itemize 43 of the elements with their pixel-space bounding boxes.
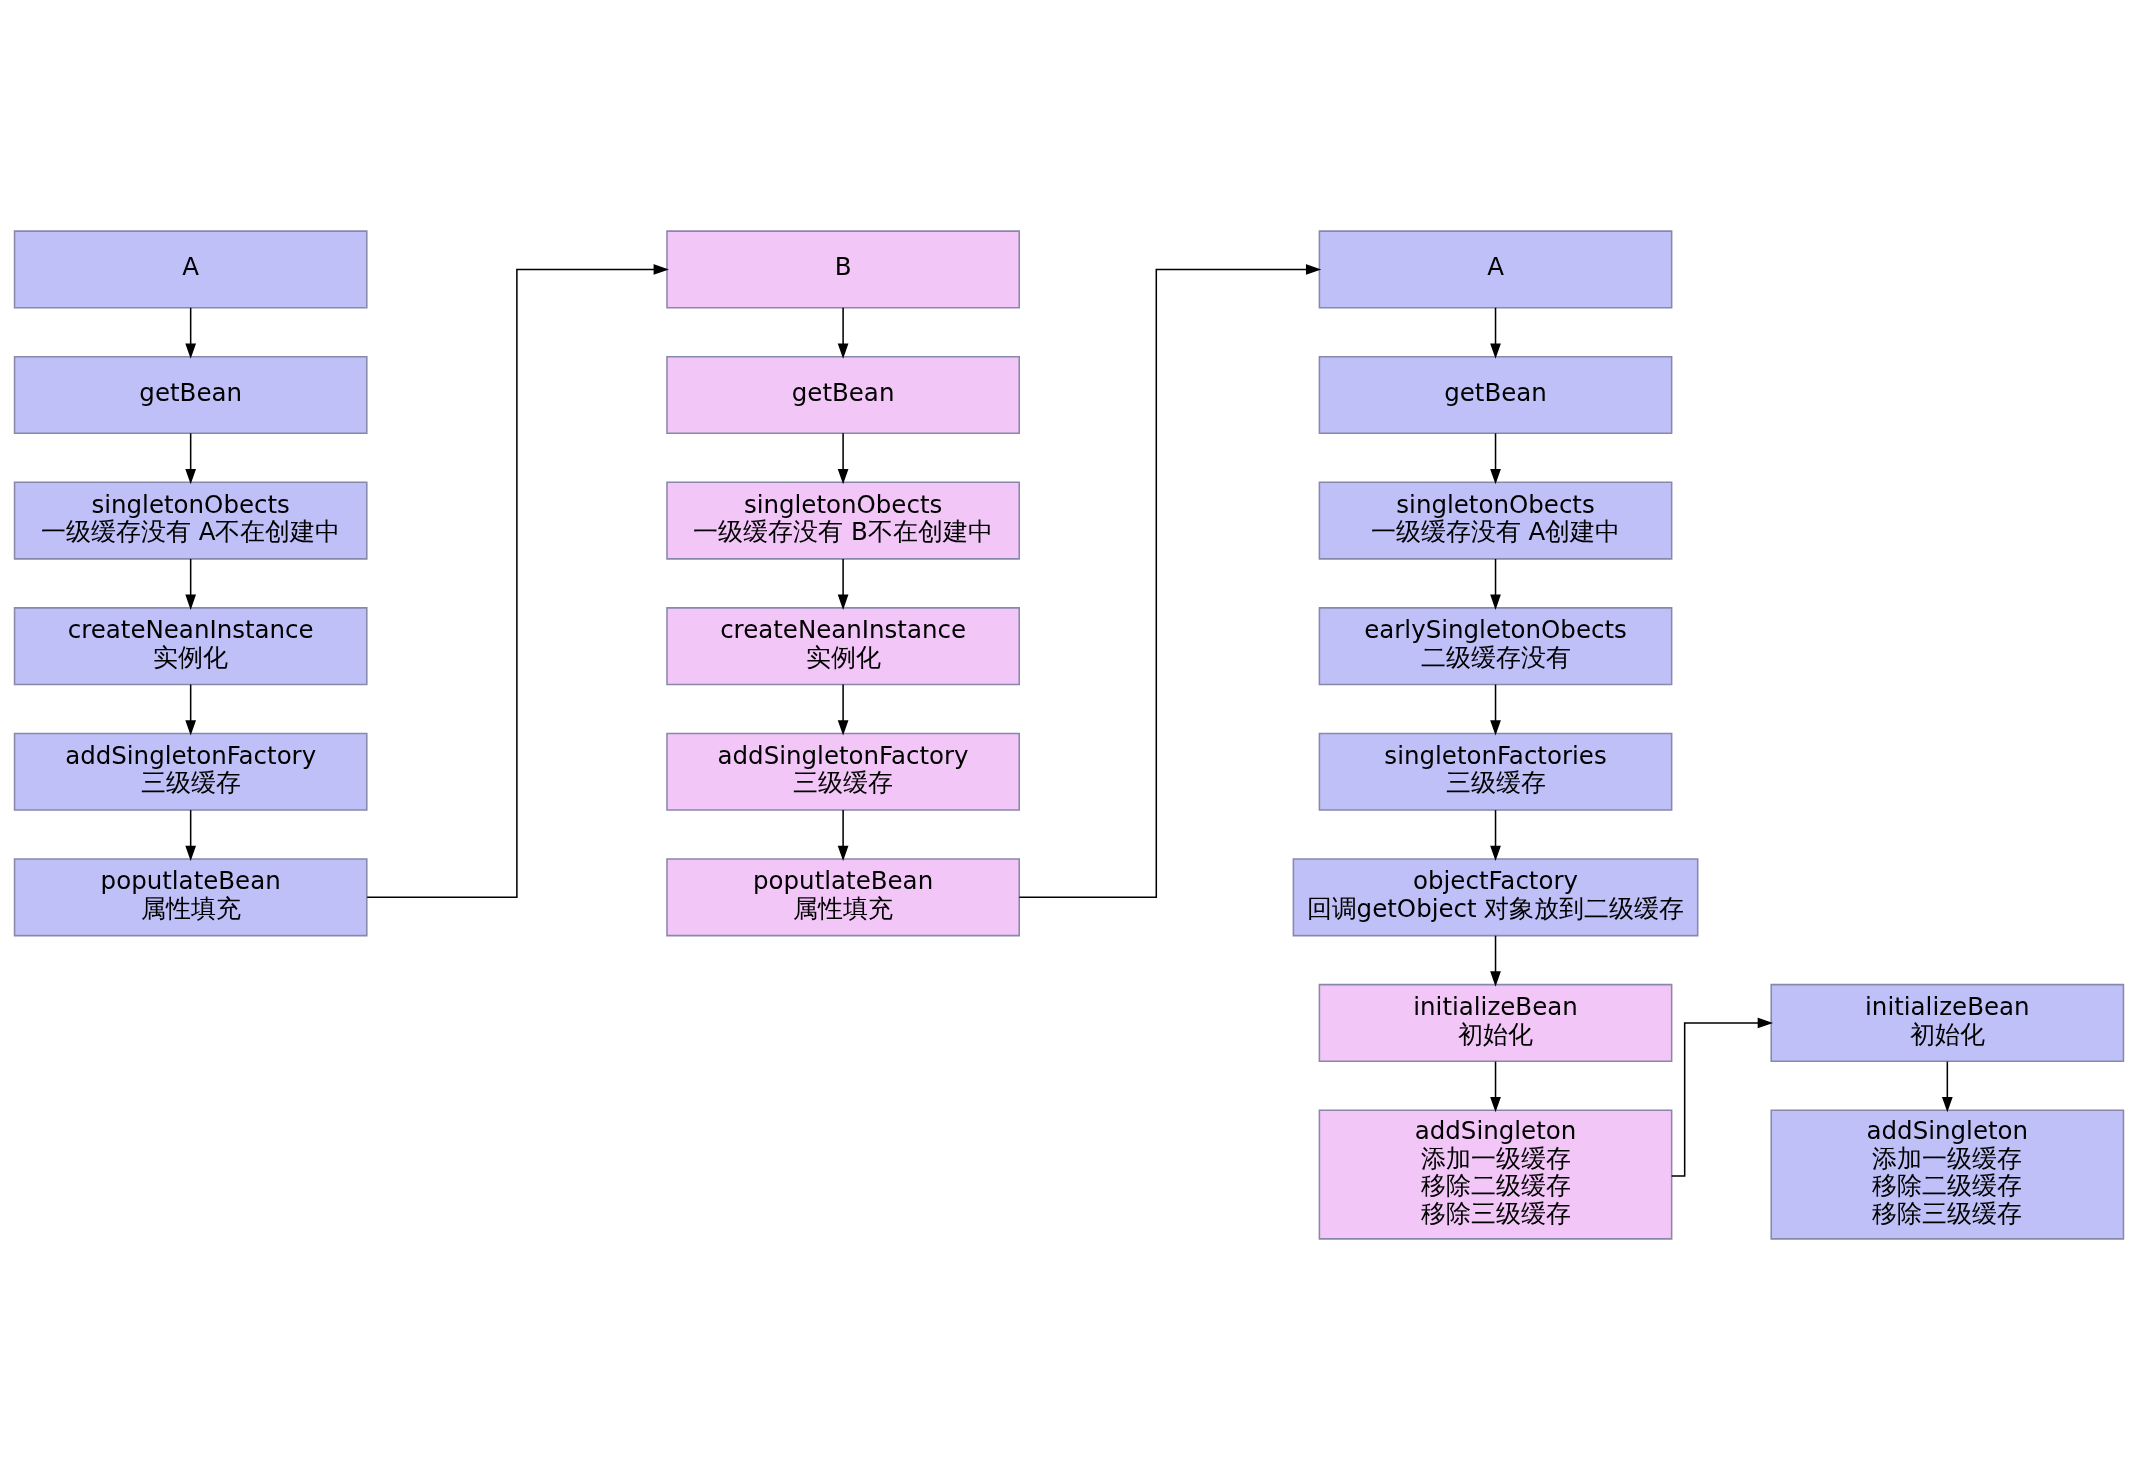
node-box: singletonFactories 三级缓存 xyxy=(1318,732,1673,811)
arrow xyxy=(837,558,849,610)
node-box: A xyxy=(1318,230,1673,309)
arrow xyxy=(185,809,197,862)
node-box: singletonObects 一级缓存没有 A不在创建中 xyxy=(13,481,368,560)
node-box: singletonObects 一级缓存没有 A创建中 xyxy=(1318,481,1673,560)
node-box: createNeanInstance 实例化 xyxy=(666,607,1020,686)
arrow xyxy=(366,264,669,899)
node-box: poputlateBean 属性填充 xyxy=(666,858,1020,937)
node-box: getBean xyxy=(1318,355,1673,435)
node-box: earlySingletonObects 二级缓存没有 xyxy=(1318,607,1673,686)
node-box: singletonObects 一级缓存没有 B不在创建中 xyxy=(666,481,1020,560)
arrow xyxy=(1490,432,1501,485)
node-box: initializeBean 初始化 xyxy=(1318,983,1673,1062)
node-box: B xyxy=(666,230,1020,309)
arrow xyxy=(1941,1060,1953,1113)
arrow xyxy=(185,558,197,610)
node-box: addSingleton 添加一级缓存 移除二级缓存 移除三级缓存 xyxy=(1770,1109,2125,1240)
arrow xyxy=(837,307,849,359)
arrow xyxy=(185,307,197,359)
arrow xyxy=(185,432,197,485)
arrow xyxy=(1490,809,1501,862)
node-box: addSingleton 添加一级缓存 移除二级缓存 移除三级缓存 xyxy=(1318,1109,1673,1240)
arrow xyxy=(1490,558,1501,610)
node-box: getBean xyxy=(666,355,1020,435)
node-box: poputlateBean 属性填充 xyxy=(13,858,368,937)
node-box: getBean xyxy=(13,355,368,435)
node-box: initializeBean 初始化 xyxy=(1770,983,2125,1062)
arrow xyxy=(1490,1060,1501,1113)
node-box: createNeanInstance 实例化 xyxy=(13,607,368,686)
arrow xyxy=(1490,307,1501,359)
arrow xyxy=(837,683,849,736)
arrow xyxy=(1018,264,1322,899)
arrow xyxy=(837,809,849,862)
arrow xyxy=(1490,934,1501,987)
node-box: addSingletonFactory 三级缓存 xyxy=(13,732,368,811)
arrow xyxy=(1670,1017,1773,1177)
arrow xyxy=(837,432,849,485)
arrow xyxy=(185,683,197,736)
node-box: addSingletonFactory 三级缓存 xyxy=(666,732,1020,811)
node-box: objectFactory 回调getObject 对象放到二级缓存 xyxy=(1292,858,1699,937)
arrow xyxy=(1490,683,1501,736)
node-box: A xyxy=(13,230,368,309)
